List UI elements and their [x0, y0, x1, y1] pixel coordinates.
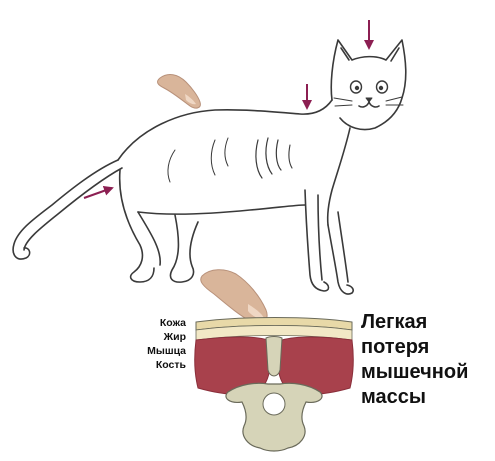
- cat-hind-leg-right: [170, 215, 198, 282]
- caption-line-3: мышечной: [361, 360, 493, 385]
- tissue-cross-section: [195, 318, 354, 452]
- finger-icon-spine: [201, 270, 267, 324]
- spinal-canal: [263, 393, 285, 415]
- label-bone: Кость: [120, 358, 186, 372]
- cat-belly: [138, 205, 305, 214]
- tissue-layer-labels: Кожа Жир Мышца Кость: [120, 316, 186, 372]
- cat-head: [331, 40, 406, 130]
- cat-tail: [13, 160, 118, 259]
- caption-line-2: потеря: [361, 335, 493, 360]
- caption-line-1: Легкая: [361, 310, 493, 335]
- palpation-arrows: [84, 20, 369, 198]
- cat-chest: [328, 128, 350, 225]
- finger-icon-back: [157, 75, 200, 109]
- bone-spinous-process: [266, 337, 282, 377]
- condition-caption: Легкая потеря мышечной массы: [361, 310, 493, 410]
- cat-hind-leg-left: [120, 170, 154, 282]
- cat-front-leg-left: [305, 190, 329, 291]
- label-fat: Жир: [120, 330, 186, 344]
- caption-line-4: массы: [361, 385, 493, 410]
- label-muscle: Мышца: [120, 344, 186, 358]
- cat-front-leg-right: [328, 225, 353, 294]
- cat-illustration: [13, 40, 406, 294]
- label-skin: Кожа: [120, 316, 186, 330]
